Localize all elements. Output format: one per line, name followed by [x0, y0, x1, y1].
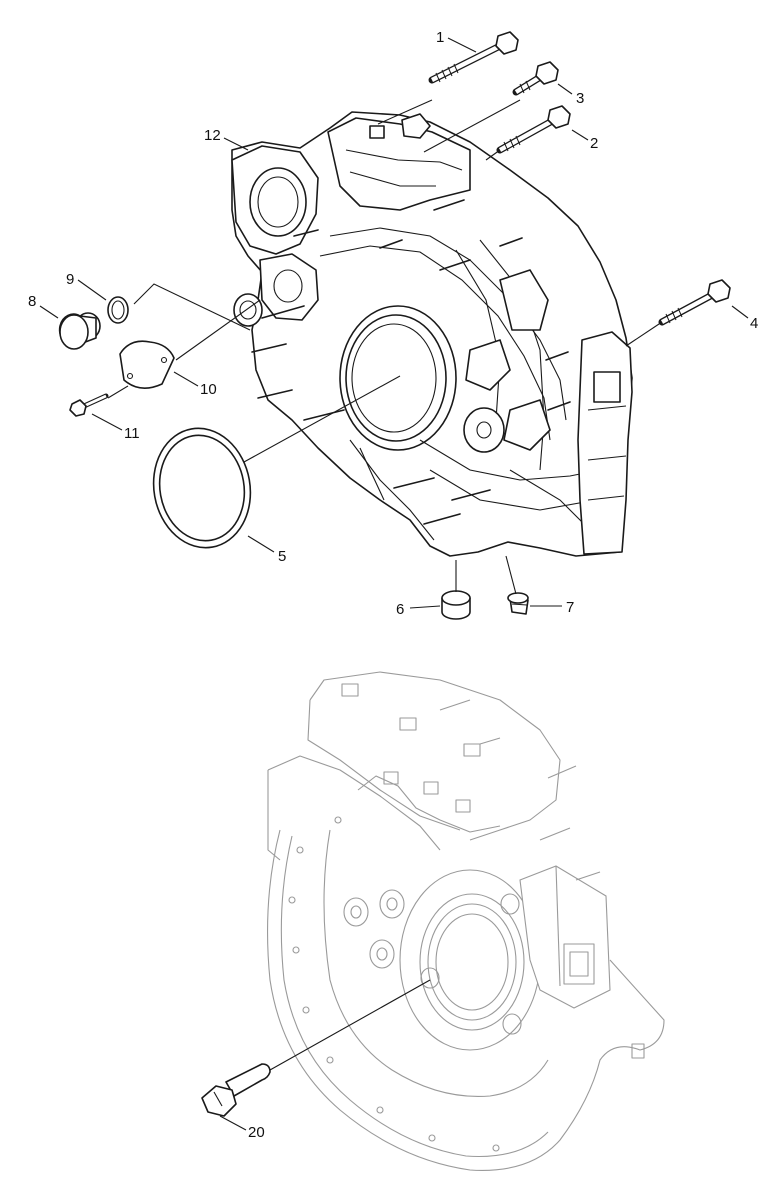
- plug-part-8: [58, 312, 101, 350]
- callout-9: 9: [66, 271, 74, 288]
- plug-part-6: [441, 590, 471, 620]
- bolt-part-20: [201, 979, 431, 1131]
- cover-plate-part-10: [119, 340, 175, 389]
- callout-1: 1: [436, 29, 444, 46]
- callout-labels: 1 3 2 12 4 9 8 10 11 5 6 7 20: [28, 29, 758, 1141]
- callout-12: 12: [204, 127, 221, 144]
- screw-part-11: [69, 393, 109, 417]
- plug-part-7: [507, 592, 529, 615]
- callout-5: 5: [278, 548, 286, 565]
- oring-part-5: [152, 427, 252, 549]
- callout-3: 3: [576, 90, 584, 107]
- callout-2: 2: [590, 135, 598, 152]
- bosses-group: [343, 889, 522, 1035]
- callout-8: 8: [28, 293, 36, 310]
- bolt-part-2: [496, 105, 571, 154]
- callout-20: 20: [248, 1124, 265, 1141]
- callout-leaders-upper: [39, 37, 749, 609]
- callout-7: 7: [566, 599, 574, 616]
- callout-11: 11: [124, 425, 140, 442]
- bolt-part-1: [428, 31, 519, 84]
- leader-lines-upper: [107, 99, 663, 595]
- callout-6: 6: [396, 601, 404, 618]
- bolt-part-3: [512, 61, 559, 96]
- perimeter-holes-group: [288, 816, 500, 1152]
- callout-4: 4: [750, 315, 758, 332]
- flywheel-housing-lower: [266, 671, 665, 1171]
- callout-10: 10: [200, 381, 217, 398]
- oring-part-9: [107, 296, 129, 324]
- studs-group: [251, 199, 571, 525]
- flywheel-housing-upper: [231, 111, 633, 557]
- bolt-part-4: [658, 279, 731, 326]
- cap-bumps-group: [341, 683, 645, 1059]
- top-studs-group: [439, 699, 601, 881]
